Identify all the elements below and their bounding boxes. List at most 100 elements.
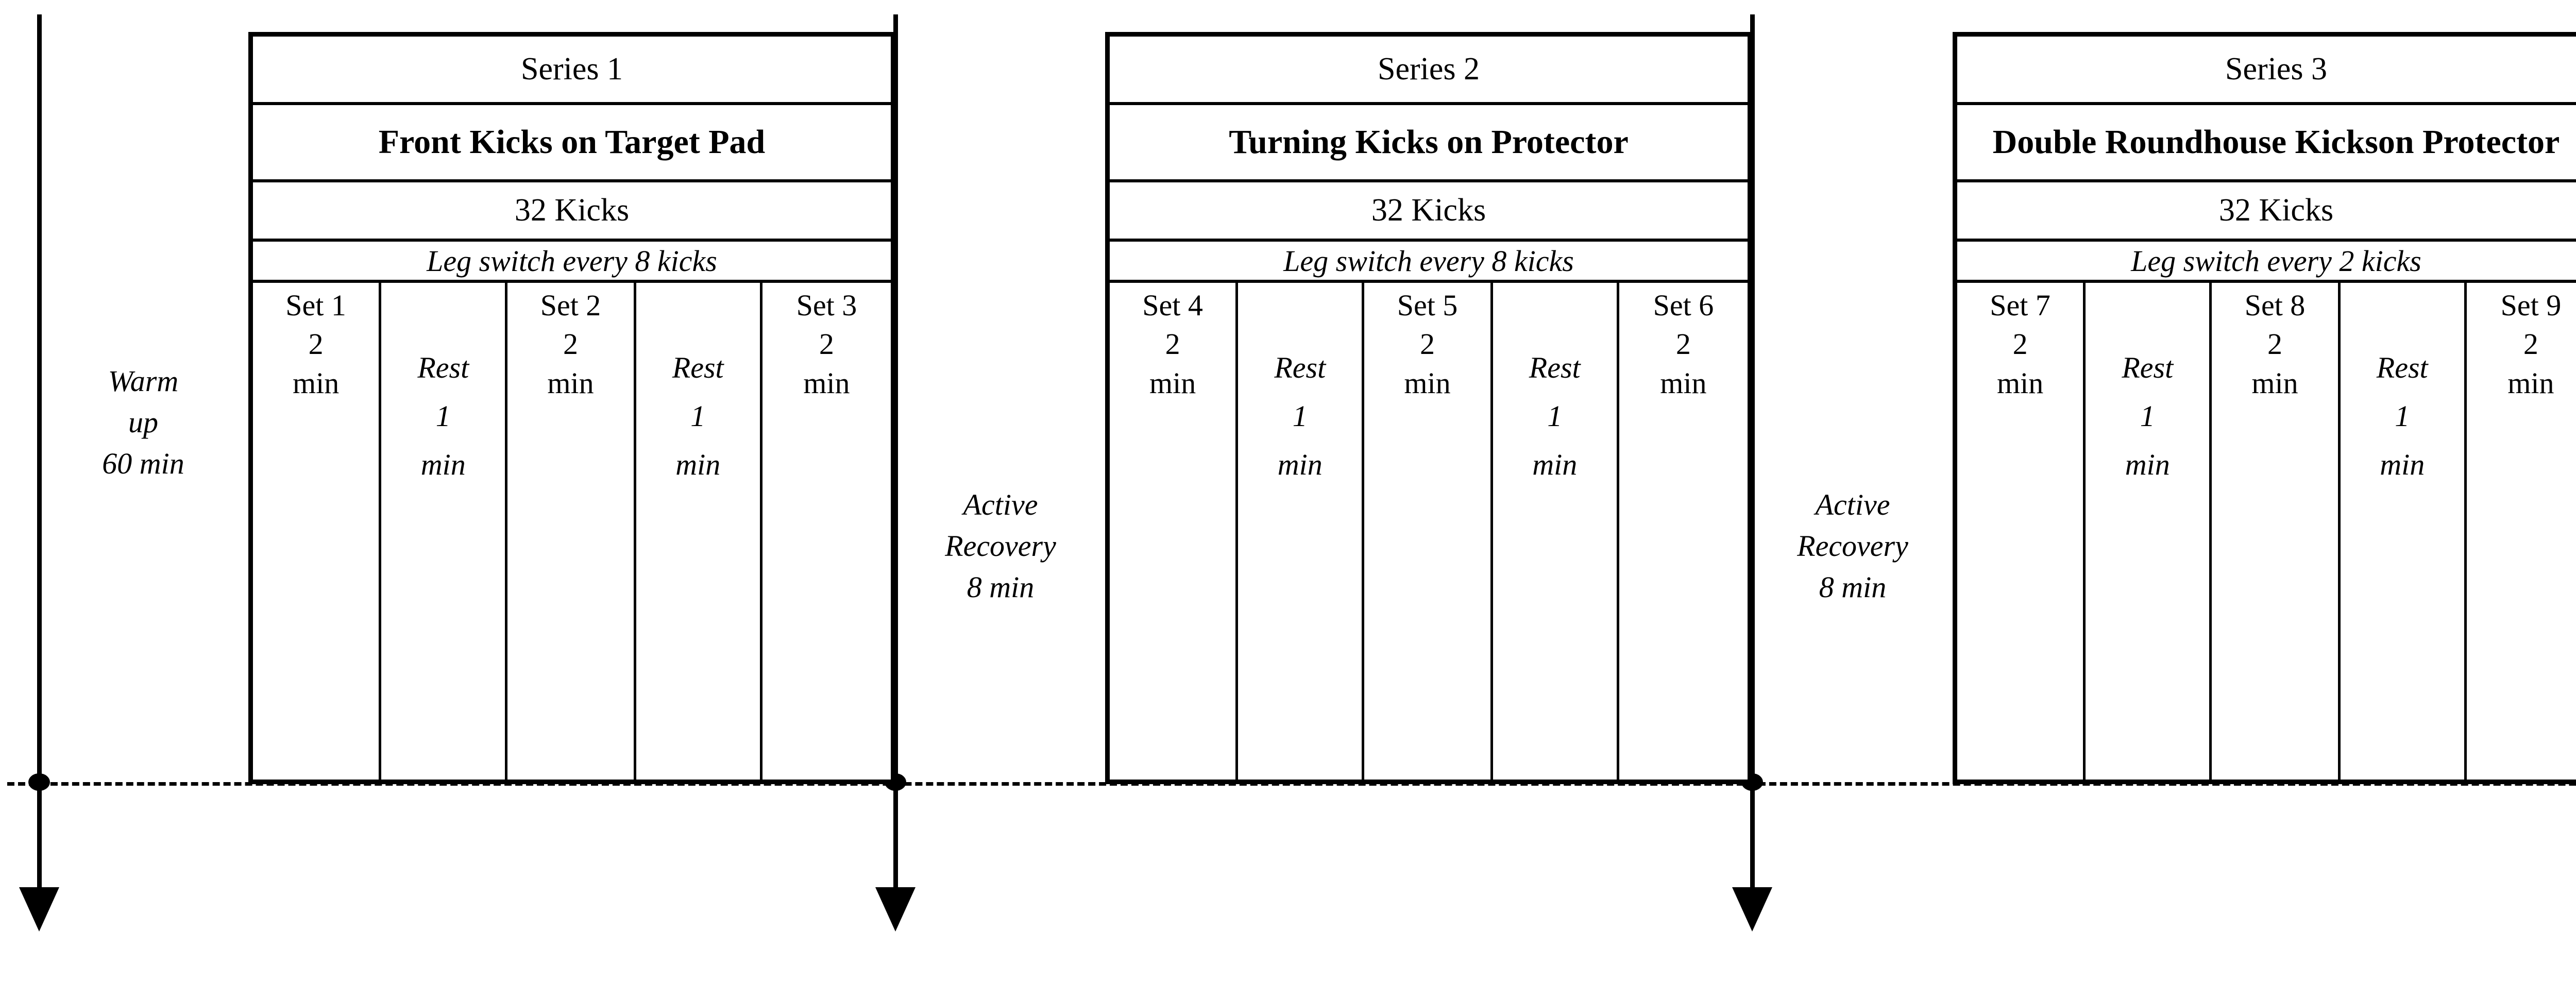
rest-cell-3-4: Rest 1 min <box>2341 283 2467 780</box>
rest-cell-3-2: Rest 1 min <box>2086 283 2212 780</box>
series-sets-row-3: Set 7 2 min Rest 1 min Set 8 2 min Rest 1 min Set 9 2… <box>1957 283 2576 780</box>
phase-label-warmup: Warm up 60 min <box>102 361 184 484</box>
set-line-1: Set 8 <box>2244 289 2306 322</box>
timeline-axis-1 <box>37 14 42 891</box>
phase-label-line-1: Warm <box>108 364 179 398</box>
series-exercise-title-2: Turning Kicks on Protector <box>1110 105 1748 182</box>
rest-line-1: Rest <box>1274 351 1326 384</box>
set-line-2: 2 <box>2267 327 2282 361</box>
timeline-arrowhead-3 <box>1732 887 1772 932</box>
series-header-1: Series 1 <box>253 37 891 105</box>
set-line-3: min <box>1404 366 1451 400</box>
set-line-1: Set 7 <box>1990 289 2050 322</box>
rest-line-1: Rest <box>2122 351 2174 384</box>
set-line-2: 2 <box>2523 327 2538 361</box>
rest-line-3: min <box>1277 447 1323 481</box>
set-line-1: Set 2 <box>540 289 601 322</box>
phase-label-line-1: Active <box>1815 488 1890 521</box>
set-line-2: 2 <box>819 327 834 361</box>
rest-line-3: min <box>1532 447 1578 481</box>
set-line-2: 2 <box>563 327 578 361</box>
rest-line-2: 1 <box>1292 399 1308 433</box>
series-header-3: Series 3 <box>1957 37 2576 105</box>
rest-line-3: min <box>2380 447 2425 481</box>
rest-line-2: 1 <box>690 399 706 433</box>
series-box-1: Series 1 Front Kicks on Target Pad 32 Kick… <box>248 32 895 784</box>
set-line-3: min <box>2507 366 2554 400</box>
set-line-3: min <box>1660 366 1707 400</box>
phase-label-line-1: Active <box>963 488 1038 521</box>
rest-line-2: 1 <box>435 399 451 433</box>
set-cell-2-3: Set 5 2 min <box>1364 283 1493 780</box>
set-line-3: min <box>1996 366 2044 400</box>
set-cell-1-1: Set 1 2 min <box>253 283 382 780</box>
phase-label-line-3: 8 min <box>1819 570 1887 604</box>
set-line-3: min <box>547 366 594 400</box>
series-leg-switch-1: Leg switch every 8 kicks <box>253 242 891 283</box>
set-cell-3-3: Set 8 2 min <box>2212 283 2341 780</box>
series-kick-count-2: 32 Kicks <box>1110 182 1748 242</box>
series-leg-switch-3: Leg switch every 2 kicks <box>1957 242 2576 283</box>
set-cell-1-5: Set 3 2 min <box>762 283 891 780</box>
rest-line-1: Rest <box>2376 351 2428 384</box>
rest-line-3: min <box>2125 447 2170 481</box>
set-line-3: min <box>803 366 850 400</box>
rest-line-3: min <box>420 447 466 481</box>
timeline-node-dot-1 <box>28 773 50 791</box>
set-line-3: min <box>292 366 340 400</box>
rest-cell-1-4: Rest 1 min <box>636 283 762 780</box>
set-line-2: 2 <box>308 327 324 361</box>
exercise-title-line-1: Double Roundhouse Kicks <box>1992 123 2378 161</box>
series-exercise-title-1: Front Kicks on Target Pad <box>253 105 891 182</box>
timeline-axis-3 <box>1750 14 1755 891</box>
phase-label-line-2: Recovery <box>945 529 1056 563</box>
set-line-1: Set 9 <box>2500 289 2562 322</box>
rest-cell-2-2: Rest 1 min <box>1238 283 1365 780</box>
exercise-title-line-1: Turning Kicks on Protector <box>1229 123 1629 161</box>
set-line-1: Set 6 <box>1653 289 1714 322</box>
set-line-1: Set 5 <box>1397 289 1458 322</box>
series-header-2: Series 2 <box>1110 37 1748 105</box>
set-cell-2-1: Set 4 2 min <box>1110 283 1239 780</box>
set-cell-1-3: Set 2 2 min <box>507 283 636 780</box>
set-line-1: Set 1 <box>285 289 346 322</box>
rest-line-3: min <box>675 447 721 481</box>
rest-line-1: Rest <box>1529 351 1581 384</box>
set-cell-3-5: Set 9 2 min <box>2467 283 2576 780</box>
exercise-title-line-2: on Protector <box>2378 123 2560 161</box>
timeline-axis-2 <box>893 14 898 891</box>
set-line-3: min <box>1149 366 1196 400</box>
set-cell-3-1: Set 7 2 min <box>1957 283 2086 780</box>
set-line-1: Set 4 <box>1142 289 1203 322</box>
rest-line-1: Rest <box>417 351 469 384</box>
rest-line-1: Rest <box>672 351 724 384</box>
phase-label-line-3: 8 min <box>967 570 1035 604</box>
set-line-1: Set 3 <box>796 289 857 322</box>
rest-cell-2-4: Rest 1 min <box>1493 283 1619 780</box>
exercise-title-line-1: Front Kicks on Target Pad <box>378 123 766 161</box>
phase-label-line-3: 60 min <box>102 447 184 481</box>
rest-line-2: 1 <box>2140 399 2155 433</box>
series-kick-count-1: 32 Kicks <box>253 182 891 242</box>
rest-cell-1-2: Rest 1 min <box>381 283 508 780</box>
rest-line-2: 1 <box>1547 399 1563 433</box>
set-line-2: 2 <box>1675 327 1691 361</box>
series-sets-row-1: Set 1 2 min Rest 1 min Set 2 2 min Rest 1 min Set 3 2… <box>253 283 891 780</box>
set-line-2: 2 <box>1165 327 1180 361</box>
set-line-3: min <box>2251 366 2298 400</box>
timeline-arrowhead-2 <box>875 887 916 932</box>
series-kick-count-3: 32 Kicks <box>1957 182 2576 242</box>
phase-label-line-2: up <box>128 405 158 439</box>
set-cell-2-5: Set 6 2 min <box>1619 283 1748 780</box>
set-line-2: 2 <box>2012 327 2028 361</box>
timeline-arrowhead-1 <box>19 887 59 932</box>
series-leg-switch-2: Leg switch every 8 kicks <box>1110 242 1748 283</box>
rest-line-2: 1 <box>2395 399 2410 433</box>
series-box-2: Series 2 Turning Kicks on Protector 32 Kic… <box>1105 32 1752 784</box>
set-line-2: 2 <box>1420 327 1435 361</box>
